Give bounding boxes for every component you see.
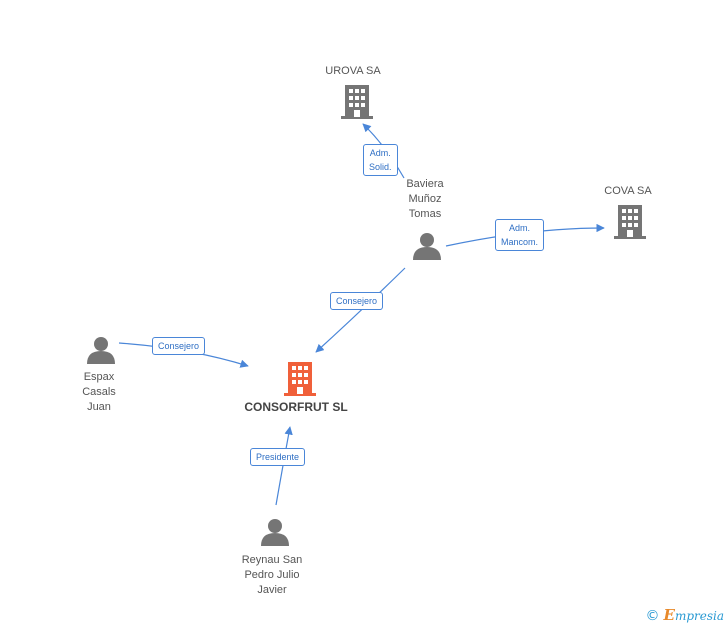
edge-label-espax-consorfrut: Consejero xyxy=(152,337,206,355)
brand-name: mpresia xyxy=(674,609,724,623)
edge-label-reynau-consorfrut: Presidente xyxy=(250,448,306,466)
brand-initial: E xyxy=(663,606,675,624)
node-label-urova[interactable]: UROVA SA xyxy=(325,65,381,77)
node-label-reynau[interactable]: Reynau San Pedro Julio Javier xyxy=(241,554,303,596)
edge-label-baviera-consorfrut: Consejero xyxy=(330,292,384,310)
empresia-logo[interactable]: ©Empresia xyxy=(646,606,725,624)
edge-baviera-consorfrut xyxy=(315,267,406,353)
node-label-cova[interactable]: COVA SA xyxy=(604,185,652,197)
copyright-symbol: © xyxy=(645,608,660,624)
building-icon-consorfrut[interactable] xyxy=(284,362,316,396)
building-icon-cova[interactable] xyxy=(614,205,646,239)
edge-reynau-consorfrut xyxy=(275,426,293,506)
person-icon-baviera[interactable] xyxy=(413,233,441,260)
edge-label-baviera-urova: Adm. Solid. xyxy=(363,144,398,176)
building-icon-urova[interactable] xyxy=(341,85,373,119)
edge-label-baviera-cova: Adm. Mancom. xyxy=(495,219,545,251)
node-label-baviera[interactable]: Baviera Muñoz Tomas xyxy=(406,178,444,220)
person-icon-reynau[interactable] xyxy=(261,519,289,546)
node-label-consorfrut[interactable]: CONSORFRUT SL xyxy=(244,400,348,414)
node-label-espax[interactable]: Espax Casals Juan xyxy=(82,371,116,413)
person-icon-espax[interactable] xyxy=(87,337,115,364)
